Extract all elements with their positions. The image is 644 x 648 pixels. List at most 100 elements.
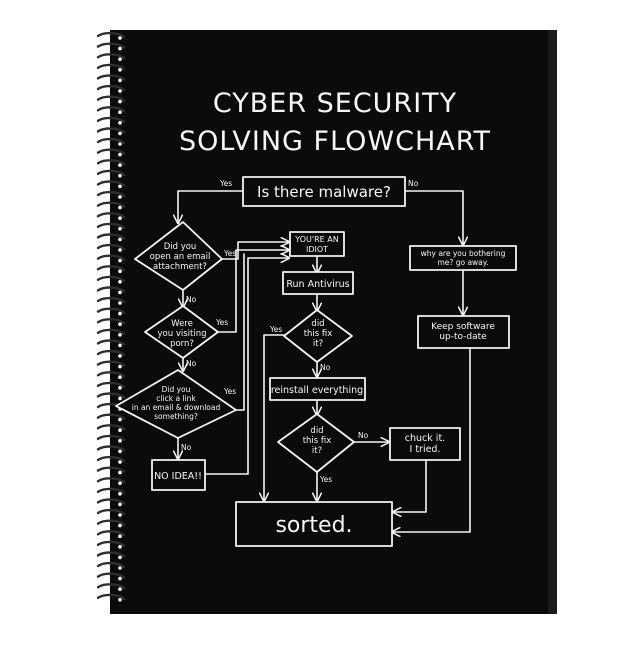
label-line: you visiting bbox=[158, 329, 207, 339]
spiral-coil bbox=[96, 254, 126, 261]
binding-hole bbox=[118, 142, 122, 146]
binding-hole bbox=[118, 460, 122, 464]
node-malware-label: Is there malware? bbox=[257, 183, 391, 201]
label-line: chuck it. bbox=[405, 433, 445, 444]
spiral-coil bbox=[96, 572, 126, 579]
node-no-idea: NO IDEA!! bbox=[151, 459, 206, 491]
edge-label-fix2-yes: Yes bbox=[319, 475, 332, 484]
binding-hole bbox=[118, 576, 122, 581]
binding-hole bbox=[118, 46, 122, 51]
label-line: open an email bbox=[150, 252, 211, 262]
binding-hole bbox=[118, 545, 122, 549]
binding-hole bbox=[118, 492, 122, 496]
connector-lines bbox=[178, 190, 471, 532]
spiral-coil bbox=[96, 243, 126, 251]
binding-hole bbox=[118, 280, 122, 284]
binding-hole bbox=[118, 322, 122, 327]
binding-hole bbox=[118, 502, 122, 507]
spiral-coil bbox=[96, 371, 126, 378]
spiral-coil bbox=[96, 233, 126, 240]
spiral-coil bbox=[96, 286, 126, 293]
binding-hole bbox=[118, 364, 122, 369]
spiral-coil bbox=[96, 508, 126, 516]
label-line: Keep software bbox=[431, 322, 495, 332]
binding-hole bbox=[118, 258, 122, 263]
edge-label-email-yes: Yes bbox=[223, 249, 236, 258]
binding-hole bbox=[118, 555, 122, 560]
edge-label-fix2-no: No bbox=[358, 431, 369, 440]
binding-hole bbox=[118, 439, 122, 443]
binding-hole bbox=[118, 386, 122, 390]
binding-hole bbox=[118, 481, 122, 486]
spiral-coil bbox=[96, 127, 126, 134]
spiral-coil bbox=[96, 318, 126, 325]
spiral-coil bbox=[96, 137, 126, 145]
spiral-coil bbox=[96, 583, 126, 590]
label-line: it? bbox=[312, 446, 322, 456]
spiral-coil bbox=[96, 413, 126, 420]
spiral-coil bbox=[96, 180, 126, 187]
binding-hole bbox=[118, 216, 122, 220]
label-line: why are you bothering bbox=[421, 249, 506, 258]
label-line: up-to-date bbox=[439, 332, 487, 342]
edge-label-malware-yes: Yes bbox=[219, 179, 232, 188]
label-line: did bbox=[310, 426, 323, 436]
spiral-coil bbox=[96, 307, 126, 314]
spiral-coil bbox=[96, 169, 126, 176]
edge-label-porn-yes: Yes bbox=[215, 318, 228, 327]
binding-hole bbox=[118, 523, 122, 528]
label-line: IDIOT bbox=[306, 245, 328, 254]
binding-hole bbox=[118, 566, 122, 570]
spiral-coil bbox=[96, 31, 126, 39]
spiral-coil bbox=[96, 339, 126, 346]
label-line: me? go away. bbox=[437, 258, 488, 267]
spiral-coil bbox=[96, 201, 126, 208]
binding-hole bbox=[118, 311, 122, 316]
edge-label-link-no: No bbox=[181, 443, 192, 452]
node-malware: Is there malware? bbox=[242, 176, 406, 207]
node-sorted: sorted. bbox=[235, 501, 393, 547]
binding-hole bbox=[118, 269, 122, 274]
label-line: did bbox=[311, 319, 324, 329]
node-run-antivirus-label: Run Antivirus bbox=[286, 279, 349, 290]
spiral-coil bbox=[96, 561, 126, 569]
label-line: Did you bbox=[162, 385, 191, 394]
spiral-binding-icon bbox=[96, 31, 126, 602]
binding-hole bbox=[118, 290, 122, 295]
edge-label-fix1-yes: Yes bbox=[269, 325, 282, 334]
spiral-coil bbox=[96, 222, 126, 229]
binding-hole bbox=[118, 152, 122, 157]
spiral-coil bbox=[96, 593, 126, 600]
binding-hole bbox=[118, 195, 122, 199]
spiral-coil bbox=[96, 477, 126, 484]
binding-hole bbox=[118, 99, 122, 104]
node-reinstall: reinstall everything bbox=[269, 377, 366, 401]
binding-hole bbox=[118, 174, 122, 178]
spiral-coil bbox=[96, 148, 126, 155]
spiral-coil bbox=[96, 455, 126, 463]
node-sorted-label: sorted. bbox=[275, 513, 352, 538]
binding-hole bbox=[118, 470, 122, 475]
label-line: this fix bbox=[303, 436, 332, 446]
binding-hole bbox=[118, 205, 122, 210]
title-line-1: CYBER SECURITY bbox=[213, 88, 457, 119]
spiral-coil bbox=[96, 275, 126, 282]
spiral-coil bbox=[96, 381, 126, 388]
binding-hole bbox=[118, 36, 122, 40]
spiral-coil bbox=[96, 530, 126, 537]
node-reinstall-label: reinstall everything bbox=[271, 385, 363, 396]
spiral-coil bbox=[96, 63, 126, 70]
spiral-coil bbox=[96, 53, 126, 60]
spiral-coil bbox=[96, 159, 126, 166]
spiral-coil bbox=[96, 487, 126, 494]
node-run-antivirus: Run Antivirus bbox=[282, 271, 354, 295]
